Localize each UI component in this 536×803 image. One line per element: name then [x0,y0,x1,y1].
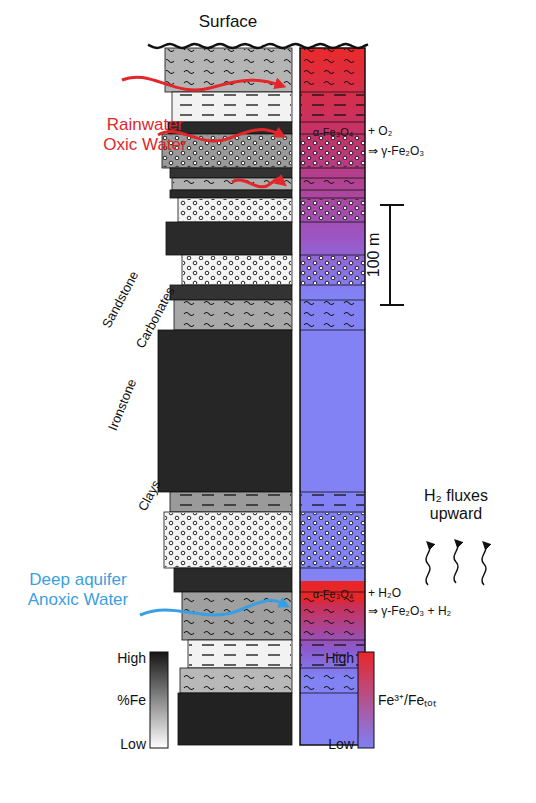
lithology-pattern [301,493,364,511]
reaction-label: + O₂ [368,125,392,139]
rock-layer [172,178,292,190]
rock-layer [174,300,292,330]
lithology-pattern [173,93,291,121]
layer-boundary [300,640,365,641]
rock-layer [174,568,292,592]
lithology-pattern [301,513,364,567]
lithology-pattern [301,199,364,221]
layer-boundary [300,255,365,256]
column-outline [300,48,365,745]
ferric-ratio-scale [358,652,374,748]
lithology-pattern [301,641,364,667]
lithology-label: Ironstone [106,377,140,433]
flux-arrow [454,541,458,583]
lithology-pattern [171,493,291,511]
mineral-label: α-Fe₃O₄ [313,588,353,601]
lithology-pattern [189,641,291,667]
rock-layer [170,285,292,300]
rock-layer [180,668,292,693]
lithology-pattern [301,49,364,91]
lithology-pattern [175,301,291,329]
scale-tick [380,204,404,206]
rock-layer [178,198,292,222]
rock-layer [170,190,292,198]
rock-layer [178,693,292,745]
layer-boundary [300,198,365,199]
water-label: Rainwater Oxic Water [95,115,195,154]
lithology-label: Sandstone [100,269,142,331]
layer-boundary [300,222,365,223]
scale-bar [389,205,391,305]
rainwater-arrow [232,179,284,187]
rock-layer [164,512,292,568]
rock-layer [188,640,292,668]
scale-end-label: High [117,650,146,666]
layer-boundary [300,92,365,93]
layer-boundary [300,285,365,286]
rock-layer [165,48,292,92]
layer-boundary [300,122,365,123]
scale-end-label: High [325,650,354,666]
redox-column [300,48,365,745]
layer-boundary [300,300,365,301]
reaction-label: ⇒ γ-Fe₂O₃ + H₂ [368,605,451,619]
layer-boundary [300,178,365,179]
layer-boundary [300,330,365,331]
layer-boundary [300,492,365,493]
layer-boundary [300,168,365,169]
layer-boundary [300,568,365,569]
scale-title: %Fe [117,692,146,708]
rock-layer [170,492,292,512]
scale-end-label: Low [328,736,354,752]
rainwater-arrow [122,77,283,90]
rock-layer [166,222,292,255]
surface-label: Surface [199,12,258,32]
lithology-pattern [301,593,364,639]
lithology-pattern [181,669,291,692]
layer-boundary [300,693,365,694]
lithology-pattern [165,513,291,567]
layer-boundary [300,512,365,513]
flux-arrow [482,543,486,585]
mineral-label: α-Fe₃O₄ [313,126,353,139]
layer-boundary [300,190,365,191]
surface-line [148,44,368,48]
rock-layer [158,330,292,492]
lithology-pattern [301,135,364,167]
lithology-pattern [179,199,291,221]
rock-layer [170,168,292,178]
flux-label: H₂ fluxes upward [411,487,501,524]
aquifer-arrow [140,600,287,615]
scale-label: 100 m [365,233,383,277]
lithology-pattern [301,256,364,284]
scale-tick [380,304,404,306]
scale-end-label: Low [120,736,146,752]
rock-layer [182,255,292,285]
scale-title: Fe³⁺/Feₜₒₜ [378,692,436,708]
flux-arrow [426,543,430,585]
reaction-label: + H₂O [368,587,401,601]
rock-layer [172,92,292,122]
reaction-label: ⇒ γ-Fe₂O₃ [368,145,424,159]
lithology-pattern [301,301,364,329]
lithology-pattern [183,256,291,284]
lithology-pattern [301,179,364,189]
lithology-label: Clays [136,478,164,514]
lithology-pattern [173,179,291,189]
iron-content-scale [150,652,168,748]
layer-boundary [300,668,365,669]
lithology-pattern [301,93,364,121]
water-label: Deep aquifer Anoxic Water [18,570,138,609]
lithology-pattern [301,669,364,692]
